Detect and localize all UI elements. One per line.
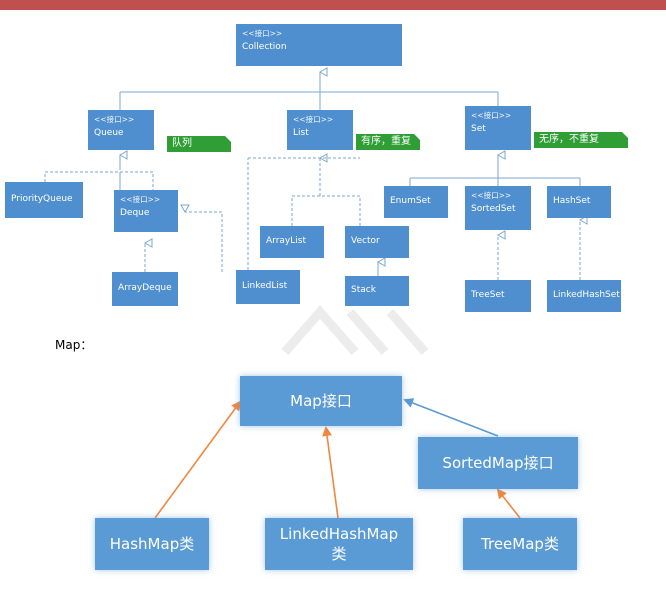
node-sortedmap-label: SortedMap接口 <box>442 453 554 472</box>
node-linkedhashmap-class: LinkedHashMap类 <box>265 518 413 570</box>
note-list: 有序，重复 <box>356 134 420 150</box>
node-priorityqueue-label: PriorityQueue <box>11 194 73 204</box>
node-linkedlist-label: LinkedList <box>242 281 288 291</box>
node-arraydeque: ArrayDeque <box>112 272 178 306</box>
node-stack: Stack <box>345 276 409 306</box>
node-treeset: TreeSet <box>465 280 531 312</box>
node-sortedmap-interface: SortedMap接口 <box>418 437 578 489</box>
node-deque-label: Deque <box>120 208 150 218</box>
node-treemap-label: TreeMap类 <box>481 534 559 553</box>
node-set-label: Set <box>471 124 486 134</box>
stereotype-label: <<接口>> <box>242 29 283 38</box>
node-arraydeque-label: ArrayDeque <box>118 283 172 293</box>
note-set: 无序，不重复 <box>534 132 628 148</box>
node-vector-label: Vector <box>351 236 380 246</box>
watermark-logo <box>281 305 429 355</box>
node-sortedset: <<接口>> SortedSet <box>465 186 531 230</box>
node-treeset-label: TreeSet <box>471 290 505 300</box>
stereotype-label: <<接口>> <box>120 195 161 204</box>
edge-arraylist <box>291 195 361 226</box>
node-linkedhashset: LinkedHashSet <box>547 280 621 312</box>
edge-priorityqueue <box>44 171 154 190</box>
node-hashset: HashSet <box>547 186 611 218</box>
map-section-title: Map： <box>55 338 93 352</box>
node-hashset-label: HashSet <box>553 196 591 206</box>
node-enumset-label: EnumSet <box>390 196 431 206</box>
node-list-label: List <box>293 128 309 138</box>
node-queue: <<接口>> Queue <box>88 110 154 150</box>
node-treemap-class: TreeMap类 <box>463 518 577 570</box>
node-hashmap-label: HashMap类 <box>109 534 195 553</box>
note-queue: 队列 <box>167 136 231 152</box>
node-stack-label: Stack <box>351 285 376 295</box>
stereotype-label: <<接口>> <box>471 191 512 200</box>
edge-linkedlist-deque <box>180 204 223 272</box>
node-sortedset-label: SortedSet <box>471 204 516 214</box>
node-collection-label: Collection <box>242 42 287 52</box>
top-red-bar <box>0 0 666 10</box>
node-enumset: EnumSet <box>384 186 448 218</box>
stereotype-label: <<接口>> <box>293 115 334 124</box>
node-collection: <<接口>> Collection <box>236 24 402 66</box>
node-linkedlist: LinkedList <box>236 270 300 304</box>
arrow-hashmap-map <box>154 400 242 519</box>
node-linkedhashmap-label: LinkedHashMap类 <box>279 524 399 563</box>
node-linkedhashset-label: LinkedHashSet <box>553 290 620 300</box>
node-queue-label: Queue <box>94 128 124 138</box>
node-vector: Vector <box>345 226 409 258</box>
stereotype-label: <<接口>> <box>471 111 512 120</box>
node-map-interface: Map接口 <box>240 376 402 426</box>
stereotype-label: <<接口>> <box>94 115 135 124</box>
arrow-linkedhashmap-map <box>322 426 339 519</box>
arrow-treemap-sortedmap <box>496 488 521 519</box>
node-hashmap-class: HashMap类 <box>95 518 209 570</box>
node-priorityqueue: PriorityQueue <box>5 182 83 218</box>
node-arraylist: ArrayList <box>260 226 324 258</box>
node-arraylist-label: ArrayList <box>266 236 306 246</box>
node-list: <<接口>> List <box>287 110 353 150</box>
arrow-sortedmap-map <box>403 398 499 437</box>
node-set: <<接口>> Set <box>465 106 531 150</box>
node-map-label: Map接口 <box>290 391 352 410</box>
node-deque: <<接口>> Deque <box>114 190 178 232</box>
